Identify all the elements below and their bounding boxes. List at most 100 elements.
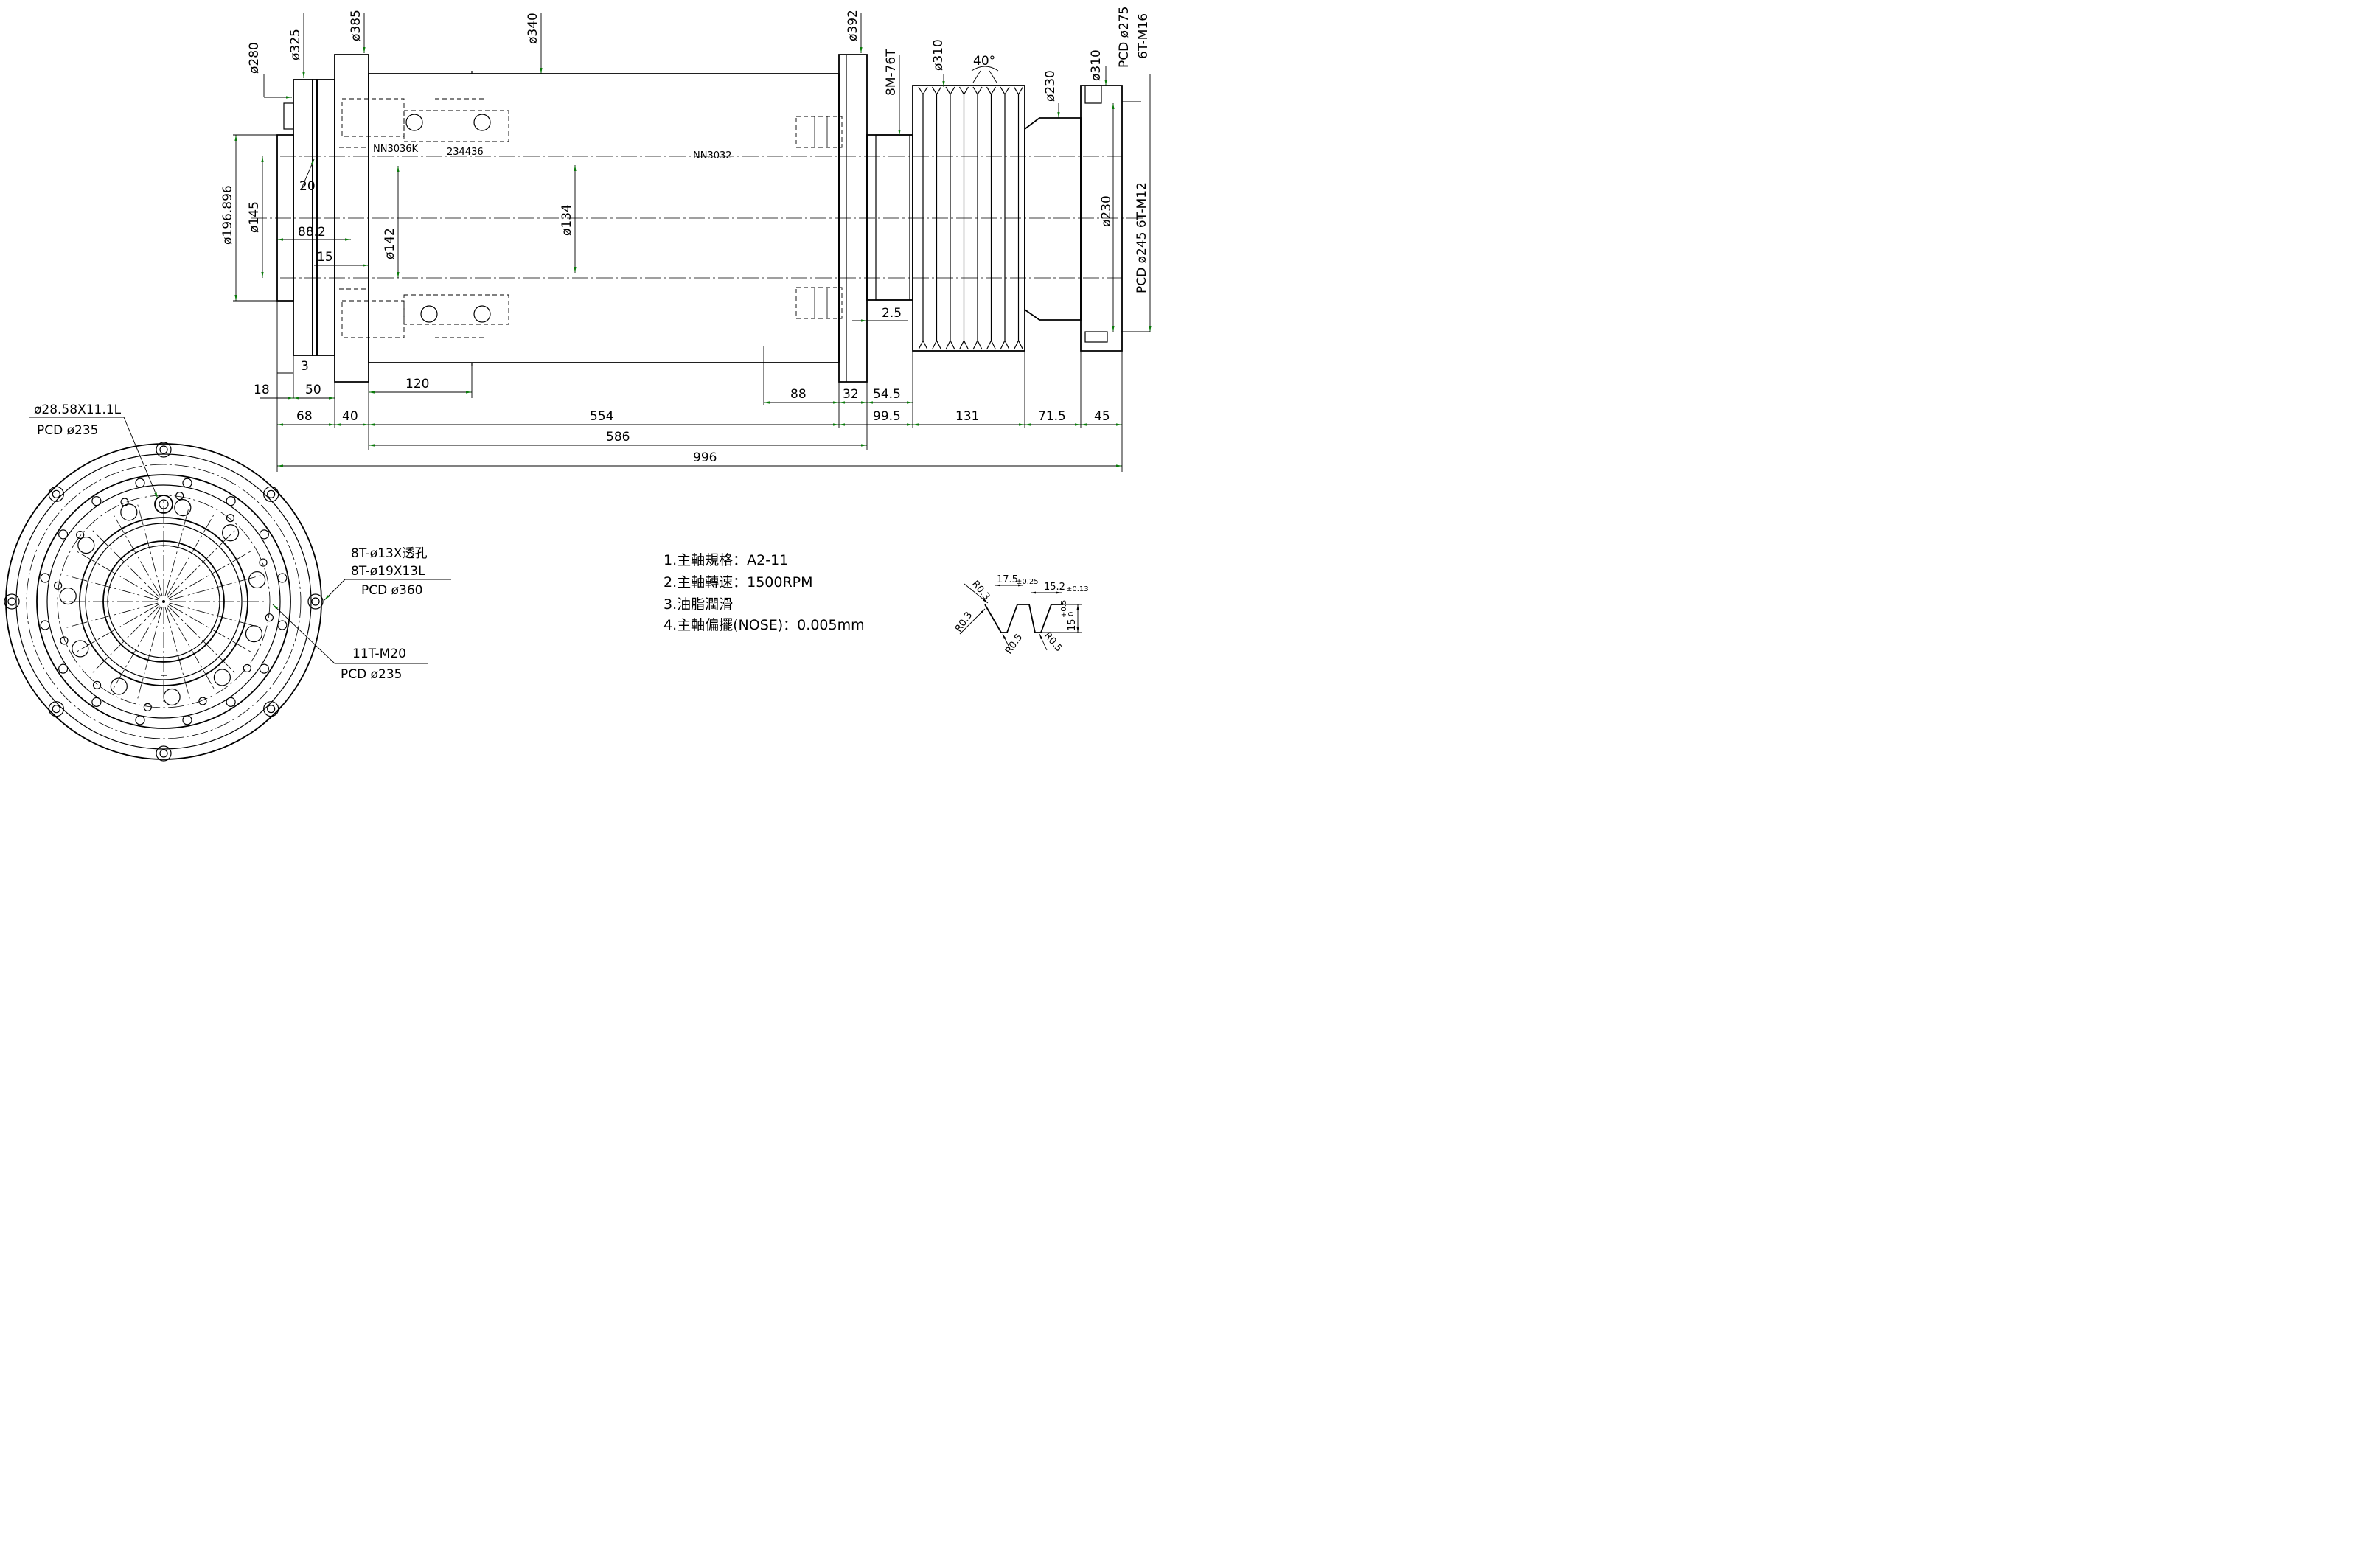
dim-385: ø385 (349, 10, 363, 41)
groove-w1-tol: ±0.25 (1016, 578, 1039, 586)
inner-hole (222, 524, 240, 542)
outer-hole (156, 442, 172, 458)
callout-1-b: PCD ø235 (37, 423, 98, 438)
dim-54-5: 54.5 (873, 387, 901, 402)
dim-50: 50 (305, 383, 321, 397)
callout-3-a: 11T-M20 (352, 647, 406, 661)
dim-196: ø196.896 (220, 185, 235, 245)
dim-45: 45 (1094, 409, 1110, 424)
groove-depth: 15 (1067, 619, 1078, 631)
pulley-rib (931, 86, 938, 350)
radial-line (74, 604, 159, 654)
dim-18: 18 (254, 383, 270, 397)
side-view: NN3036K 234436 NN3032 ø280 ø325 ø385 ø34… (220, 7, 1152, 472)
dim-142: ø142 (383, 228, 397, 259)
mid-hole (259, 529, 269, 540)
mid-hole (135, 478, 145, 488)
inner-hole (59, 587, 77, 605)
thread-m16: 6T-M16 (1136, 13, 1151, 59)
radial-line (136, 501, 163, 596)
callout-1-a: ø28.58X11.1L (34, 403, 122, 417)
dim-120: 120 (405, 377, 429, 391)
mid-hole (277, 620, 288, 630)
dim-20: 20 (299, 179, 316, 194)
radial-line (166, 606, 216, 691)
radial-line (63, 602, 159, 629)
outer-hole (48, 486, 64, 502)
outer-hole-inner (7, 597, 16, 606)
radial-line (167, 528, 237, 598)
dim-131: 131 (955, 409, 979, 424)
outer-hole-inner (311, 597, 320, 606)
dim-15: 15 (317, 250, 333, 265)
groove-depth-tol-dn: 0 (1067, 612, 1076, 616)
dim-40: 40 (342, 409, 358, 424)
groove-r4: R0.5 (1042, 630, 1065, 654)
mid-hole (226, 496, 236, 506)
top-leaders (263, 13, 1152, 332)
pulley-rib (958, 86, 965, 350)
mid-hole (182, 715, 192, 725)
radial-line (168, 604, 254, 654)
radial-line (90, 605, 160, 675)
inner-hole (213, 669, 231, 686)
outer-hole-inner (52, 489, 60, 498)
inner-hole (174, 498, 192, 517)
dim-32: 32 (843, 387, 859, 402)
inner-hole (72, 640, 89, 658)
radial-line (111, 606, 161, 691)
pulley-rib (1000, 86, 1006, 350)
small-hole (54, 581, 63, 590)
outer-hole-inner (267, 705, 276, 714)
dim-554: 554 (590, 409, 613, 424)
outer-hole-inner (267, 489, 276, 498)
small-hole (243, 663, 251, 673)
small-hole (60, 636, 69, 645)
dim-134: ø134 (560, 204, 574, 236)
pulley-rib-edge (977, 86, 983, 350)
groove-w1: 17.5 (997, 574, 1018, 585)
radial-lines (60, 498, 267, 705)
key-hole (154, 495, 173, 514)
mid-hole (58, 529, 69, 540)
dim-310-pulley: ø310 (931, 39, 946, 71)
radial-line (168, 549, 254, 599)
radial-line (63, 574, 159, 601)
groove-depth-tol-up: +0.5 (1060, 600, 1068, 618)
pulley-rib (972, 86, 978, 350)
bearing-rear: NN3032 (693, 150, 732, 161)
notes-block: 1.主軸規格：A2-11 2.主軸轉速：1500RPM 3.油脂潤滑 4.主軸偏… (663, 552, 865, 633)
groove-w2-tol: ±0.13 (1066, 585, 1089, 593)
dim-145: ø145 (247, 201, 262, 233)
radial-line (167, 605, 237, 675)
radial-line (169, 574, 264, 601)
flange-view (4, 417, 451, 762)
pulley-rib-edge (922, 86, 928, 350)
callout-3-b: PCD ø235 (341, 667, 402, 682)
dim-586: 586 (606, 430, 630, 445)
mid-hole (182, 478, 192, 488)
dim-392: ø392 (846, 10, 860, 41)
pulley-rib-edge (990, 86, 997, 350)
dim-340: ø340 (526, 13, 540, 44)
dim-2-5: 2.5 (882, 306, 902, 321)
key-hole-inner (159, 499, 169, 509)
inner-hole (110, 677, 128, 695)
mid-hole (40, 573, 50, 583)
groove-w2: 15.2 (1044, 582, 1065, 593)
radial-line (169, 602, 264, 629)
small-hole (143, 703, 152, 711)
radial-line (164, 501, 191, 596)
pulley-rib (945, 86, 951, 350)
pulley-rib-edge (950, 86, 955, 350)
small-hole (259, 558, 268, 567)
outer-hole (48, 701, 64, 717)
groove-r3: R0.5 (1003, 632, 1025, 656)
note-4: 4.主軸偏擺(NOSE)：0.005mm (663, 617, 865, 633)
dim-996: 996 (693, 450, 717, 465)
dim-3: 3 (301, 359, 309, 374)
mid-hole (135, 715, 145, 725)
inner-hole (163, 688, 181, 706)
callout-2-c: PCD ø360 (361, 583, 422, 598)
inner-hole (245, 625, 263, 643)
